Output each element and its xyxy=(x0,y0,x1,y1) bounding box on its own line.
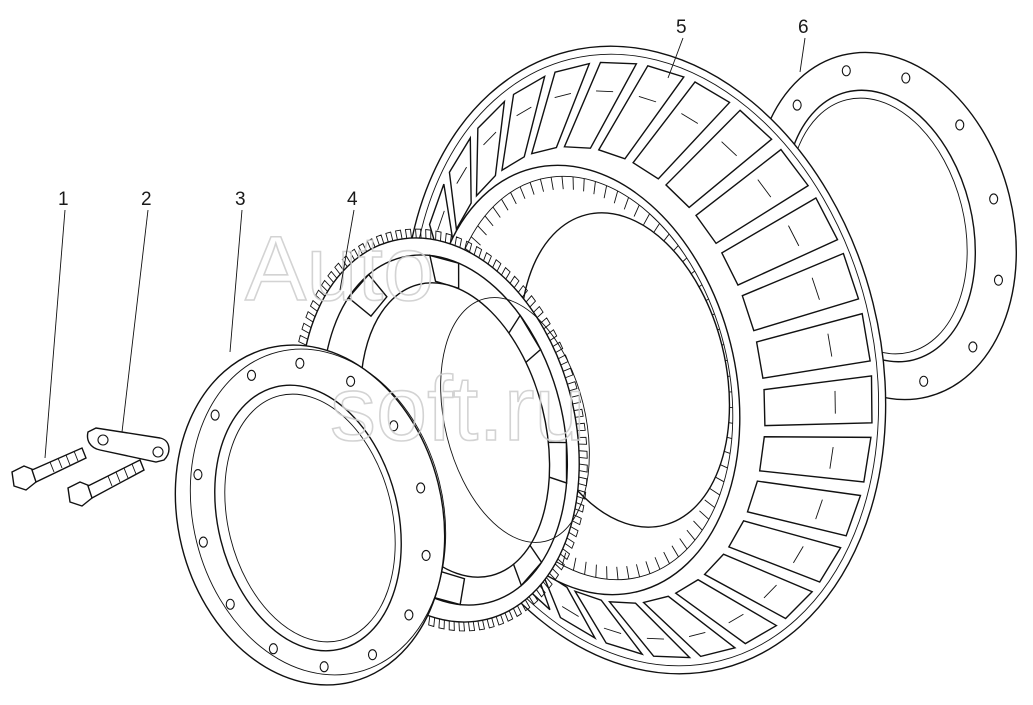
drum-rib-shade xyxy=(811,277,820,300)
leader-line-6 xyxy=(799,37,806,73)
drum-rib-shade xyxy=(763,584,777,599)
gear-lug xyxy=(347,273,388,318)
drum-rib-shade xyxy=(829,447,834,469)
drum-rib-shade xyxy=(793,546,804,564)
callout-1: 1 xyxy=(58,189,69,210)
leader-line-3 xyxy=(229,209,243,353)
gasket-hole xyxy=(792,99,802,111)
callout-3: 3 xyxy=(235,189,246,210)
drum-rib-cell xyxy=(632,81,731,180)
flange-hole xyxy=(268,643,278,655)
callout-2: 2 xyxy=(141,189,152,210)
gasket-hole xyxy=(993,274,1004,286)
gasket-hole xyxy=(901,72,911,84)
drum-cooling-ribs xyxy=(417,61,873,659)
drum-rib-cell xyxy=(501,74,546,172)
gasket-hole xyxy=(968,341,978,353)
flange-bolt-holes xyxy=(193,357,431,673)
drum-rib-cell xyxy=(475,99,506,198)
drum-rib-shade xyxy=(437,210,445,231)
flange-hole xyxy=(193,469,203,481)
flange-hole xyxy=(225,598,235,610)
callout-5: 5 xyxy=(676,17,687,38)
drum-rib-cell xyxy=(755,312,871,380)
drum-rib-cell xyxy=(695,148,810,245)
drum-rib-cell xyxy=(608,601,692,659)
drum-rib-cell xyxy=(664,109,773,209)
flange-hole xyxy=(319,661,329,673)
flange-hole xyxy=(198,536,208,548)
lock-plate-part xyxy=(86,427,170,463)
drum-rib-shade xyxy=(728,613,744,624)
drum-rib-cell xyxy=(720,197,839,286)
watermark-text-bottom: soft.ru xyxy=(330,358,586,460)
drum-rib-shade xyxy=(516,106,532,117)
flange-hole xyxy=(389,420,399,432)
leader-line-2 xyxy=(121,209,149,433)
drum-rib-shade xyxy=(638,95,657,103)
callout-4: 4 xyxy=(347,189,358,210)
drum-rib-shade xyxy=(815,499,823,520)
drum-rib-shade xyxy=(554,93,572,98)
leader-lines xyxy=(44,37,806,459)
drum-rib-shade xyxy=(603,627,622,635)
drum-rib-shade xyxy=(788,225,800,247)
drum-rib-shade xyxy=(646,637,664,640)
flange-hole xyxy=(346,375,356,387)
flange-hole xyxy=(295,357,305,369)
callout-labels: 1 2 3 4 5 6 xyxy=(58,17,809,210)
watermark: Auto soft.ru xyxy=(244,217,586,461)
drum-rib-shade xyxy=(483,131,497,146)
drum-rib-cell xyxy=(727,520,842,583)
watermark-text-top: Auto xyxy=(245,218,434,320)
flange-hole xyxy=(210,409,220,421)
drum-rib-cell xyxy=(642,595,737,658)
drum-rib-cell xyxy=(758,436,872,483)
drum-rib-cell xyxy=(563,61,638,149)
gasket-hole xyxy=(989,193,999,205)
flange-hole xyxy=(416,482,426,494)
flange-hole xyxy=(421,549,431,561)
drum-rib-cell xyxy=(448,135,472,232)
bolt-part xyxy=(11,447,145,507)
drum-rib-cell xyxy=(763,375,873,427)
leader-line-5 xyxy=(667,37,684,79)
callout-6: 6 xyxy=(798,17,809,38)
drum-rib-shade xyxy=(688,632,706,637)
drum-rib-cell xyxy=(741,252,860,332)
leader-line-4 xyxy=(339,209,355,291)
drum-rib-shade xyxy=(456,166,467,184)
drum-rib-cell xyxy=(703,553,814,620)
leader-line-1 xyxy=(44,209,66,459)
flange-hole xyxy=(246,369,257,381)
drum-rib-cell xyxy=(573,589,645,656)
flange-hole xyxy=(367,649,378,661)
drum-rib-cell xyxy=(674,578,778,645)
drum-rib-shade xyxy=(681,113,699,124)
drum-rib-shade xyxy=(757,179,772,198)
gasket-hole xyxy=(841,65,851,77)
gasket-hole xyxy=(955,119,965,131)
gasket-hole xyxy=(919,375,929,387)
flange-hole xyxy=(404,609,414,621)
drum-rib-cell xyxy=(530,62,591,155)
drum-rib-shade xyxy=(596,90,614,93)
drum-rib-cell xyxy=(597,64,685,160)
flange-ring-part xyxy=(174,344,447,686)
drum-rib-cell xyxy=(746,480,862,537)
drum-rib-shade xyxy=(721,141,737,157)
drum-rib-shade xyxy=(827,333,833,357)
drum-rib-shade xyxy=(561,606,579,617)
